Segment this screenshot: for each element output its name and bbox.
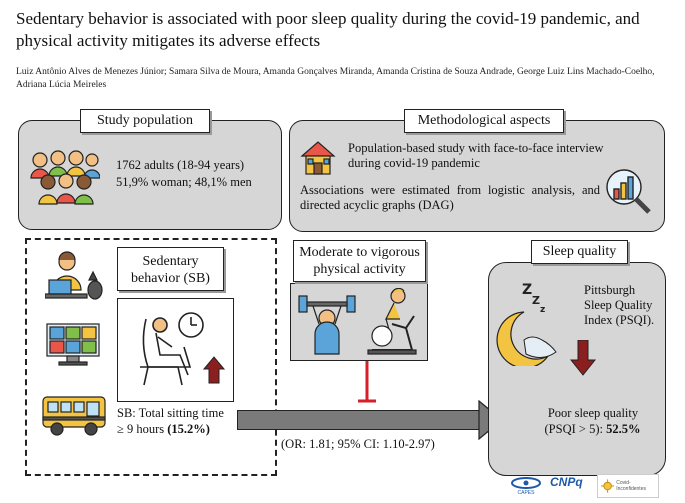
poster-title: Sedentary behavior is associated with po… (16, 9, 640, 50)
methodology-analysis: Associations were estimated from logisti… (300, 183, 600, 212)
methodology-label: Methodological aspects (404, 109, 564, 133)
association-arrow (237, 410, 482, 430)
svg-text:z: z (540, 305, 545, 315)
weightlifter-icon (297, 290, 357, 356)
crowd-icon (28, 148, 100, 208)
cnpq-logo-text: CNPq (550, 475, 583, 489)
sedentary-label: Sedentary behavior (SB) (117, 247, 224, 291)
sb-result-line2: ≥ 9 hours (15.2%) (117, 422, 277, 437)
virus-icon (601, 479, 615, 493)
capes-logo-text: CAPES (517, 490, 535, 496)
sitting-person-clock-icon (117, 298, 234, 402)
sb-threshold: ≥ 9 hours (117, 422, 165, 436)
magnifier-chart-icon (602, 165, 654, 217)
mitigation-inhibitor-line (357, 361, 377, 405)
decrease-arrow-icon (570, 340, 596, 376)
covid-inconfidentes-logo: Covid-Inconfidentes (597, 474, 659, 498)
methodology-panel (289, 120, 665, 232)
sleep-quality-panel (488, 262, 666, 476)
psqi-threshold: (PSQI > 5): (544, 422, 603, 436)
poor-sleep-line1: Poor sleep quality (547, 406, 639, 420)
svg-text:Z: Z (522, 282, 532, 298)
sb-prevalence: (15.2%) (167, 422, 210, 436)
capes-logo: CAPES (507, 476, 545, 500)
association-odds-ratio: (OR: 1.81; 95% CI: 1.10-2.97) (281, 437, 435, 451)
mvpa-label: Moderate to vigorous physical activity (293, 240, 426, 282)
population-count: 1762 adults (18-94 years) (116, 158, 245, 172)
covid-logo-text: Covid-Inconfidentes (616, 480, 646, 492)
house-icon (298, 138, 338, 178)
cnpq-logo: CNPq (550, 475, 592, 497)
svg-text:Z: Z (532, 294, 540, 307)
poor-sleep-line2: (PSQI > 5): 52.5% (520, 422, 665, 437)
sleep-quality-label: Sleep quality (531, 240, 628, 264)
psqi-index-label: Pittsburgh Sleep Quality Index (PSQI). (584, 283, 655, 327)
methodology-design: Population-based study with face-to-face… (348, 141, 604, 170)
laptop-worker-icon (45, 250, 105, 302)
bus-icon (41, 393, 109, 439)
video-call-icon (45, 322, 101, 366)
poor-sleep-prevalence: 52.5% (606, 422, 641, 436)
sleeping-moon-icon: Z Z z (494, 280, 564, 366)
study-population-label: Study population (80, 109, 210, 133)
population-sex: 51,9% woman; 48,1% men (116, 175, 252, 189)
sedentary-box (25, 238, 277, 476)
exercise-bike-icon (362, 288, 422, 356)
author-list: Luiz Antônio Alves de Menezes Júnior; Sa… (16, 67, 655, 90)
sb-result-line1: SB: Total sitting time (117, 406, 224, 420)
